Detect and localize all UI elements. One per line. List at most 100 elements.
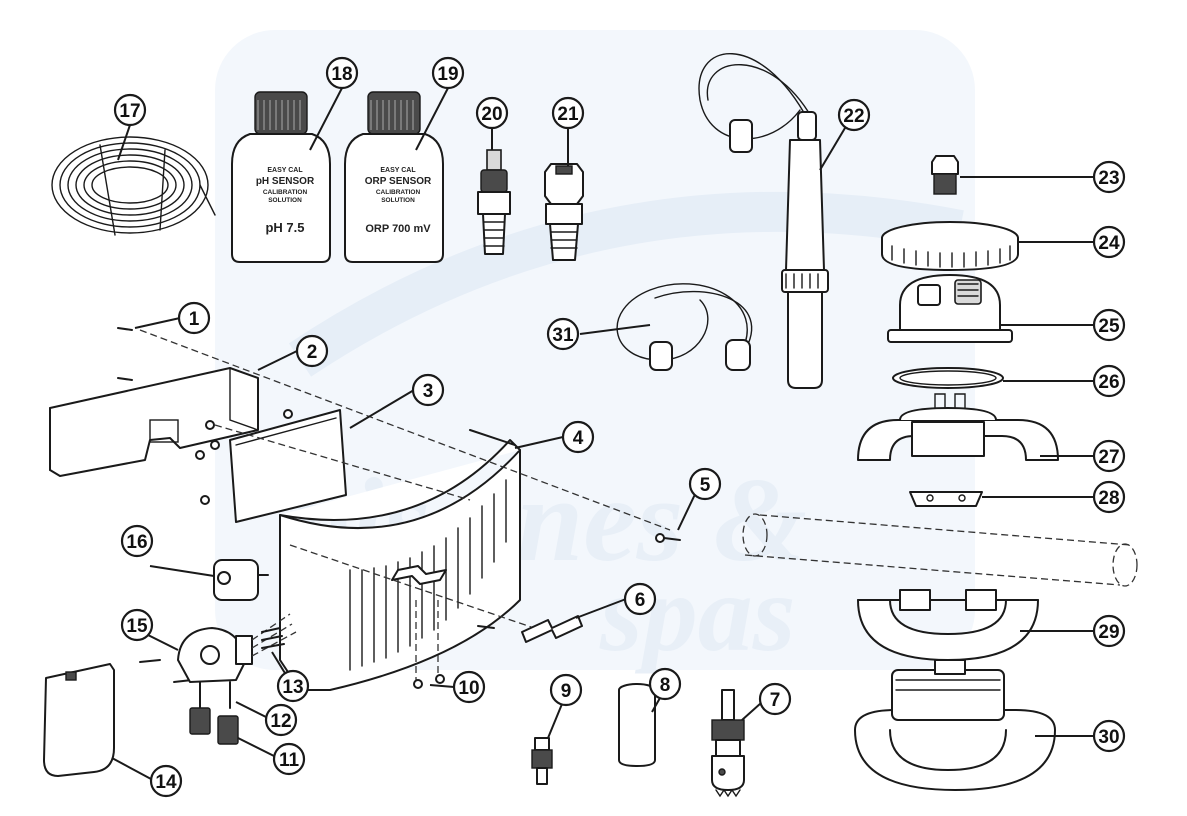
svg-text:12: 12 — [270, 711, 291, 732]
svg-text:10: 10 — [458, 678, 479, 699]
part-11-tube-connectors — [189, 707, 239, 745]
part-18-ph-calibration-bottle: EASY CAL pH SENSOR CALIBRATION SOLUTION … — [231, 91, 331, 263]
part-29-lower-saddle — [857, 589, 1039, 661]
callout-10: 10 — [452, 670, 486, 704]
svg-text:6: 6 — [635, 590, 646, 611]
part-9-nozzle — [531, 737, 553, 785]
svg-text:16: 16 — [126, 532, 147, 553]
callout-27: 27 — [1092, 439, 1126, 473]
part-6-label — [521, 615, 583, 643]
orp-bottle-calibration: CALIBRATION — [376, 189, 421, 196]
callout-19: 19 — [431, 56, 465, 90]
callout-29: 29 — [1092, 614, 1126, 648]
callout-7: 7 — [758, 682, 792, 716]
callout-15: 15 — [120, 608, 154, 642]
part-15-pump-head — [177, 613, 297, 683]
svg-text:18: 18 — [331, 64, 352, 85]
orp-bottle-value: ORP 700 mV — [365, 223, 431, 235]
svg-text:2: 2 — [307, 342, 318, 363]
svg-text:4: 4 — [573, 428, 584, 449]
svg-text:3: 3 — [423, 381, 434, 402]
ph-bottle-solution: SOLUTION — [268, 197, 302, 204]
svg-text:5: 5 — [700, 475, 711, 496]
callout-23: 23 — [1092, 160, 1126, 194]
part-26-o-ring — [892, 367, 1004, 389]
watermark-line-2: spas — [599, 552, 796, 674]
callout-26: 26 — [1092, 364, 1126, 398]
svg-text:7: 7 — [770, 690, 781, 711]
svg-text:21: 21 — [557, 104, 579, 125]
orp-bottle-brand: EASY CAL — [380, 167, 416, 174]
part-4-main-housing — [279, 429, 521, 691]
svg-text:17: 17 — [119, 101, 140, 122]
svg-text:23: 23 — [1098, 168, 1119, 189]
callout-25: 25 — [1092, 308, 1126, 342]
part-13-pump-screws — [261, 627, 285, 649]
pipe-outline — [742, 513, 1138, 587]
part-20-fitting — [477, 149, 511, 255]
svg-text:28: 28 — [1098, 488, 1119, 509]
svg-text:19: 19 — [437, 64, 458, 85]
part-24-locking-ring — [881, 221, 1019, 271]
callout-21: 21 — [551, 96, 585, 130]
part-25-cap — [887, 274, 1013, 343]
svg-text:13: 13 — [282, 677, 303, 698]
callout-17: 17 — [113, 93, 147, 127]
svg-text:26: 26 — [1098, 372, 1119, 393]
svg-text:11: 11 — [279, 750, 300, 771]
part-7-injector — [711, 689, 745, 798]
callout-1: 1 — [177, 301, 211, 335]
svg-text:24: 24 — [1098, 233, 1120, 254]
callout-24: 24 — [1092, 225, 1126, 259]
orp-bottle-sensor: ORP SENSOR — [365, 176, 432, 187]
part-16-motor — [213, 559, 269, 601]
assembly-lines — [139, 329, 671, 680]
part-12-pump-tubes — [199, 681, 231, 709]
callout-16: 16 — [120, 524, 154, 558]
callout-30: 30 — [1092, 719, 1126, 753]
svg-text:15: 15 — [126, 616, 148, 637]
ph-bottle-brand: EASY CAL — [267, 167, 303, 174]
callout-13: 13 — [276, 669, 310, 703]
part-31-sensor-cable — [616, 283, 753, 371]
callout-9: 9 — [549, 673, 583, 707]
svg-text:31: 31 — [552, 325, 574, 346]
part-27-upper-saddle — [857, 393, 1059, 461]
svg-text:8: 8 — [660, 675, 671, 696]
callout-2: 2 — [295, 334, 329, 368]
svg-text:30: 30 — [1098, 727, 1119, 748]
callout-11: 11 — [272, 742, 306, 776]
ph-bottle-calibration: CALIBRATION — [263, 189, 308, 196]
svg-text:1: 1 — [189, 309, 200, 330]
part-23-plug — [931, 155, 959, 195]
svg-text:29: 29 — [1098, 622, 1119, 643]
part-14-front-cover — [43, 663, 115, 777]
svg-text:27: 27 — [1098, 447, 1119, 468]
part-21-compression-fitting — [544, 163, 584, 261]
part-22-probe — [698, 53, 829, 389]
callout-20: 20 — [475, 96, 509, 130]
callout-5: 5 — [688, 467, 722, 501]
svg-text:22: 22 — [843, 106, 864, 127]
callout-22: 22 — [837, 98, 871, 132]
ph-bottle-sensor: pH SENSOR — [256, 176, 315, 187]
screws — [117, 327, 681, 689]
svg-text:25: 25 — [1098, 316, 1120, 337]
callout-6: 6 — [623, 582, 657, 616]
leader-lines — [111, 87, 1094, 780]
callout-3: 3 — [411, 373, 445, 407]
callout-14: 14 — [149, 764, 183, 798]
callout-12: 12 — [264, 703, 298, 737]
callout-4: 4 — [561, 420, 595, 454]
orp-bottle-solution: SOLUTION — [381, 197, 415, 204]
ph-bottle-value: pH 7.5 — [265, 220, 304, 235]
svg-text:14: 14 — [155, 772, 177, 793]
part-8-sleeve — [618, 683, 656, 767]
callout-8: 8 — [648, 667, 682, 701]
part-28-clip — [909, 491, 983, 507]
callout-18: 18 — [325, 56, 359, 90]
svg-text:20: 20 — [481, 104, 502, 125]
part-30-tee-body — [854, 659, 1056, 791]
part-2-rear-bracket — [49, 367, 259, 477]
